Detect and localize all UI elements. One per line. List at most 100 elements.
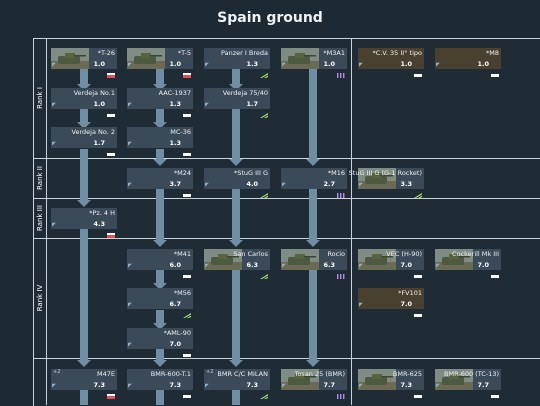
vehicle-status-icon: ◤ [128,141,132,147]
medium-tank-icon [414,63,422,77]
vehicle-name: *M41 [173,250,191,258]
vehicle-name: AAC-1937 [158,89,191,97]
vehicle-card-bmr-600-tc-13[interactable]: BMR-600 (TC-13)7.7◤ [435,369,501,398]
vehicle-status-icon: ◤ [128,102,132,108]
vehicle-name: San Carlos [233,250,268,258]
tree-arrow-head [306,159,320,166]
vehicle-thumbnail [358,168,396,189]
medium-tank-icon [183,343,191,357]
rank-divider [33,158,540,159]
tree-arrow-head [153,323,167,330]
vehicle-name: Verdeja No.1 [73,89,115,97]
vehicle-card-stug-iii-g-g-1-rocket[interactable]: StuG III G (G-1 Rocket)3.3◤ [349,168,424,198]
tree-arrow [309,189,317,242]
medium-tank-icon [491,384,499,398]
battle-rating: 4.0 [246,180,258,188]
rank-label-4: Rank IV [35,284,44,312]
tree-arrow [156,390,164,405]
battle-rating: 1.0 [93,60,105,68]
battle-rating: 1.3 [246,60,258,68]
tree-arrow [232,390,240,405]
vehicle-name: M47E [97,370,115,378]
vehicle-name: BMR-600-T.1 [150,370,191,378]
vehicle-card-tosan-25-bmr[interactable]: Tosan 25 (BMR)7.7◤ [281,369,347,399]
vehicle-status-icon: ◤ [52,102,56,108]
vehicle-name: *T-26 [97,49,115,57]
tree-arrow-head [229,84,243,91]
tree-arrow-head [77,200,91,207]
tree-arrow [80,149,88,202]
medium-tank-icon [107,103,115,117]
light-tank-icon [260,103,268,118]
medium-tank-icon [107,142,115,156]
battle-rating: 7.3 [400,381,412,389]
tree-arrow [156,270,164,285]
country-flag-icon [183,63,191,78]
battle-rating: 7.3 [246,381,258,389]
battle-rating: 7.0 [400,300,412,308]
vehicle-thumbnail [127,48,165,69]
battle-rating: 6.7 [169,300,181,308]
battle-rating: 1.0 [477,60,489,68]
tree-arrow [156,189,164,242]
vehicle-card-vec-h-90[interactable]: VEC (H-90)7.0◤ [358,249,424,278]
tree-arrow [80,109,88,124]
battle-rating: 2.7 [323,180,335,188]
light-tank-icon [260,183,268,198]
battle-rating: 7.3 [169,381,181,389]
vehicle-name: *M24 [173,169,191,177]
vehicle-status-icon: ◤ [128,62,132,68]
battle-rating: 6.0 [169,261,181,269]
tree-arrow-head [153,84,167,91]
battle-rating: 7.3 [93,381,105,389]
vehicle-name: BMR C/C MILAN [217,370,268,378]
vehicle-status-icon: ◤ [205,383,209,389]
medium-tank-icon [491,63,499,77]
battle-rating: 7.7 [477,381,489,389]
battle-rating: 6.3 [323,261,335,269]
vehicle-status-icon: ◤ [436,263,440,269]
tree-arrow [232,270,240,362]
vehicle-name: *FV101 [398,289,422,297]
vehicle-name: BMR-600 (TC-13) [444,370,499,378]
rank-divider [33,358,540,359]
vehicle-name: *Pz. 4 H [89,209,115,217]
tree-arrow-head [229,240,243,247]
vehicle-name: MC-36 [170,128,191,136]
vehicle-status-icon: ◤ [359,62,363,68]
vehicle-thumbnail [51,48,89,69]
tree-arrow-head [77,122,91,129]
spaa-icon [337,63,345,78]
vehicle-status-icon: ◤ [205,182,209,188]
rank-divider [33,238,540,239]
premium-column-divider [351,38,352,405]
medium-tank-icon [183,183,191,197]
vehicle-status-icon: ◤ [205,62,209,68]
